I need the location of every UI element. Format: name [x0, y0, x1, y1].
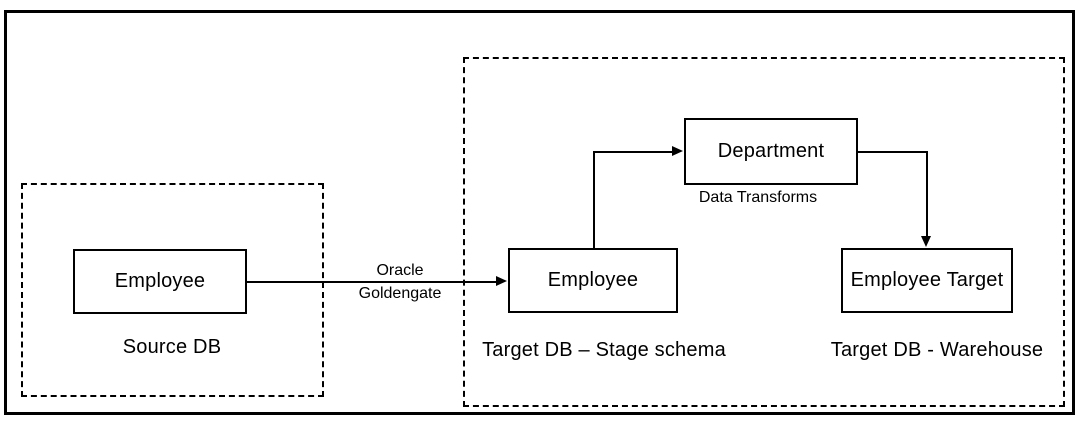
node-source-employee-label: Employee [114, 270, 206, 292]
target-db-stage-caption: Target DB – Stage schema [482, 339, 726, 361]
replication-edge-label-line1: Oracle [376, 262, 424, 279]
stage-to-department-arrow-horizontal [593, 151, 673, 153]
source-db-container [21, 183, 324, 397]
replication-arrow-line [247, 281, 497, 283]
node-employee-target: Employee Target [841, 248, 1013, 313]
stage-to-department-arrowhead-right-icon [672, 146, 683, 156]
node-department: Department [684, 118, 858, 185]
target-db-warehouse-caption: Target DB - Warehouse [830, 339, 1044, 361]
node-department-label: Department [717, 140, 825, 162]
node-stage-employee-label: Employee [547, 269, 639, 291]
replication-edge-label-line2: Goldengate [358, 285, 442, 302]
outer-border-frame [4, 10, 1075, 415]
department-to-target-arrow-horizontal [858, 151, 928, 153]
department-to-target-arrow-vertical [926, 152, 928, 238]
replication-arrowhead-right-icon [496, 276, 507, 286]
target-db-container [463, 57, 1065, 407]
data-transforms-note: Data Transforms [698, 189, 818, 206]
department-to-target-arrowhead-down-icon [921, 236, 931, 247]
node-stage-employee: Employee [508, 248, 678, 313]
source-db-caption: Source DB [122, 336, 222, 358]
replication-edge-label: Oracle Goldengate [330, 259, 470, 305]
node-source-employee: Employee [73, 249, 247, 314]
stage-to-department-arrow-vertical [593, 152, 595, 248]
node-employee-target-label: Employee Target [850, 269, 1004, 291]
